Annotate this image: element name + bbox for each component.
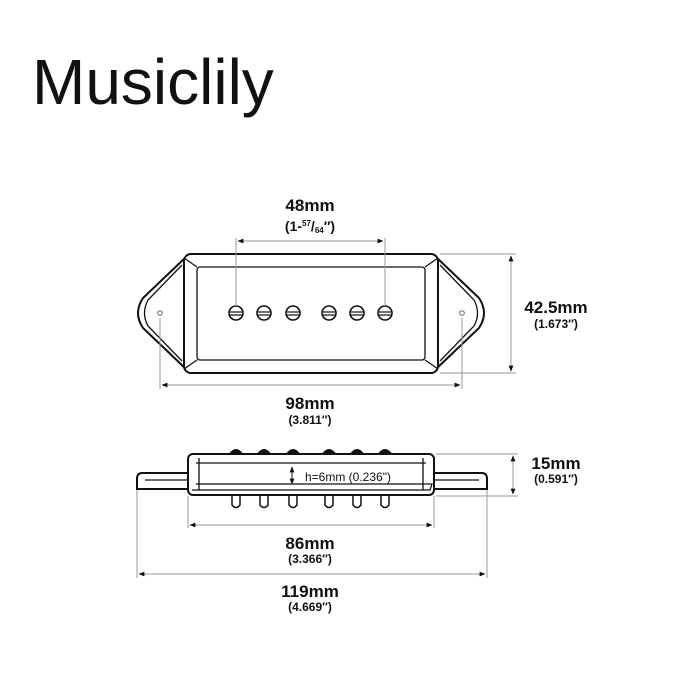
- pole-spacing-mm: 48mm: [285, 196, 334, 215]
- pole-pieces: [228, 305, 393, 321]
- pickup-cover: [183, 253, 439, 374]
- pole-height-note: h=6mm (0.236"): [305, 470, 391, 484]
- body-length-mm: 86mm: [285, 534, 334, 553]
- pole-piece: [256, 305, 272, 321]
- pole-piece: [228, 305, 244, 321]
- width-inch: (1.673″): [534, 317, 578, 331]
- side-view: h=6mm (0.236") 15mm (0.591″) 86mm (3.366…: [136, 449, 581, 614]
- mount-spacing-inch: (3.811″): [288, 413, 331, 427]
- pole-spacing-inch: (1-57/64″): [285, 218, 335, 235]
- mount-spacing-mm: 98mm: [285, 394, 334, 413]
- mounting-hole-left: [157, 310, 163, 316]
- pole-screw: [259, 496, 269, 509]
- pole-screw: [231, 496, 241, 509]
- overall-length-mm: 119mm: [281, 582, 339, 601]
- body-length-inch: (3.366″): [288, 552, 332, 566]
- mounting-hole-right: [459, 310, 465, 316]
- width-mm: 42.5mm: [524, 298, 587, 317]
- pole-screws: [231, 496, 390, 509]
- pole-screw: [380, 496, 390, 509]
- right-flange: [433, 472, 488, 490]
- pole-screw: [352, 496, 362, 509]
- pole-piece: [377, 305, 393, 321]
- top-view: 48mm (1-57/64″) 42.5mm (1.673″) 98mm (3.…: [137, 196, 588, 427]
- pole-piece: [285, 305, 301, 321]
- pole-piece: [349, 305, 365, 321]
- brand-logo: Musiclily: [32, 46, 274, 118]
- pickup-body-side: [187, 453, 435, 496]
- pole-screw: [324, 496, 334, 509]
- pole-piece: [321, 305, 337, 321]
- pole-screw: [288, 496, 298, 509]
- height-mm: 15mm: [531, 454, 580, 473]
- overall-length-inch: (4.669″): [288, 600, 332, 614]
- height-inch: (0.591″): [534, 472, 578, 486]
- left-flange: [136, 472, 189, 490]
